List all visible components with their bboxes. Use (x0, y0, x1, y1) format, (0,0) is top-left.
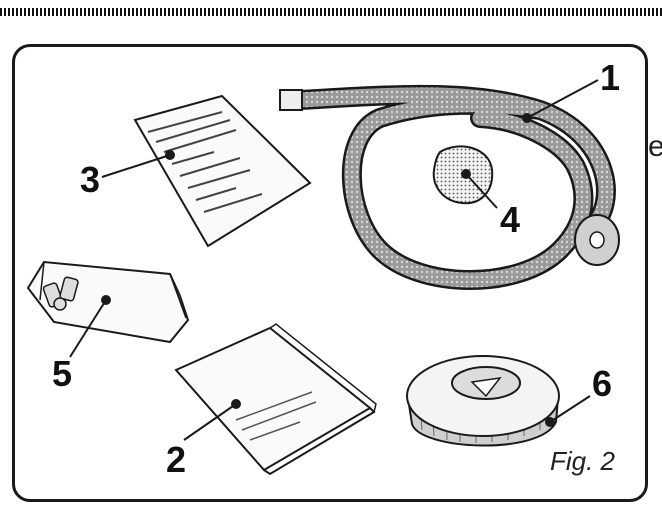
edge-text-fragment: e (648, 132, 662, 162)
leader-lines (69, 79, 599, 441)
callout-3: 3 (80, 159, 100, 200)
callout-2: 2 (166, 439, 186, 480)
callout-5: 5 (52, 353, 72, 394)
callout-1: 1 (600, 57, 620, 98)
figure-caption: Fig. 2 (549, 446, 615, 476)
round-base (406, 355, 560, 447)
callout-6: 6 (592, 363, 612, 404)
callout-4: 4 (500, 199, 520, 240)
figure-frame: Fig. 2 (12, 44, 648, 502)
manual-booklet (174, 323, 377, 476)
instruction-sheet (133, 94, 312, 248)
drain-hose (279, 84, 620, 290)
top-rule (0, 8, 662, 16)
